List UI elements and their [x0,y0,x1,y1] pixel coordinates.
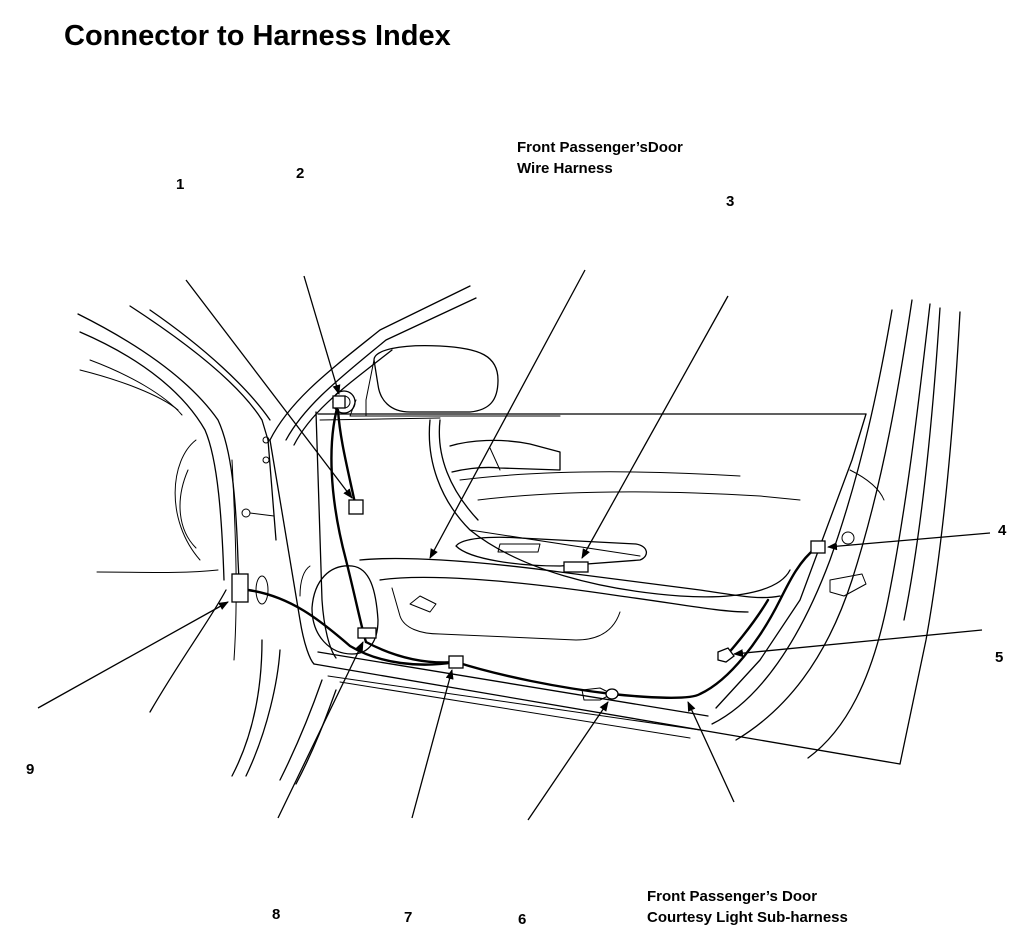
door-shell [269,285,961,765]
connector-number-6: 6 [518,911,527,928]
leader-2 [303,275,341,395]
connector-2-body [332,395,346,409]
connector-3-body [563,561,589,573]
leader-4 [827,532,991,551]
connector-7-body [448,655,464,669]
connector-number-3: 3 [726,193,735,210]
leader-3 [581,295,729,559]
courtesy-light-sub-harness-label-line-2: Courtesy Light Sub-harness [647,909,848,926]
connector-4-body [810,540,826,554]
connector-8-body [357,627,377,639]
door-wire-harness-label-line-1: Front Passenger’sDoor [517,139,683,156]
connector-5-body [717,647,735,663]
connector-6-body [605,688,619,700]
leader-6 [527,701,609,821]
door-trim [299,390,801,701]
connectors [231,395,826,700]
connector-number-8: 8 [272,906,281,923]
courtesy-light-sub-harness-label: Front Passenger’s Door Courtesy Light Su… [647,886,848,928]
connector-9-body [231,573,249,603]
connector-number-1: 1 [176,176,185,193]
leader-lines [37,269,991,821]
leader-8 [277,641,364,819]
connector-number-7: 7 [404,909,413,926]
connector-number-9: 9 [26,761,35,778]
courtesy-light-sub-harness-label-line-1: Front Passenger’s Door [647,888,818,905]
leader-9 [37,601,229,709]
door-wire-harness-label: Front Passenger’sDoor Wire Harness [517,137,683,179]
body-a-pillar [77,305,337,785]
connector-number-2: 2 [296,165,305,182]
leader-courtesy-harness [687,701,735,803]
page-title: Connector to Harness Index [64,20,451,52]
connector-number-5: 5 [995,649,1004,666]
connector-1-body [348,499,364,515]
leader-5 [733,629,983,658]
leader-7 [411,669,454,819]
leader-door-harness [429,269,586,559]
door-wire-harness-label-line-2: Wire Harness [517,160,613,177]
connector-number-4: 4 [998,522,1007,539]
leader-1 [185,279,353,499]
